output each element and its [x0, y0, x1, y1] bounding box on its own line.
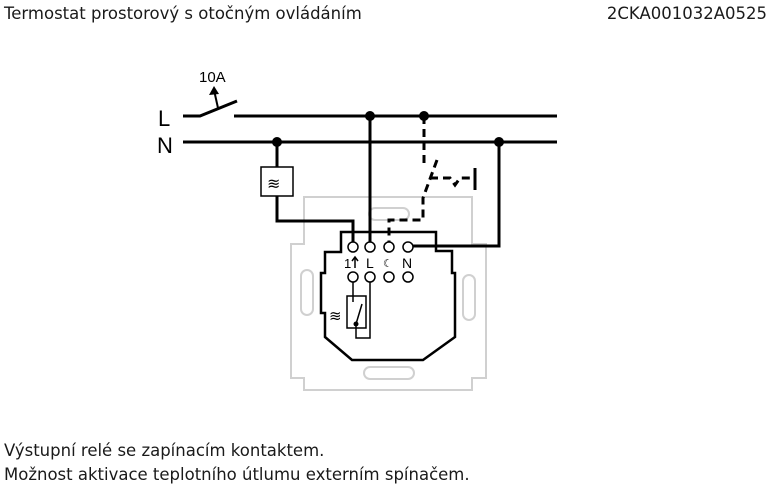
product-code: 2CKA001032A0525: [606, 4, 767, 23]
neutral-label: N: [157, 133, 173, 158]
phase-label: L: [158, 106, 170, 131]
relay-contact: [346, 282, 371, 339]
heating-icon: ≋: [267, 176, 280, 193]
terminal-1-label: 1: [344, 256, 351, 271]
terminals: [347, 241, 414, 283]
breaker-rating: 10A: [199, 69, 226, 86]
junction-dots: [272, 111, 504, 147]
description-line: Možnost aktivace teplotního útlumu exter…: [4, 465, 470, 484]
terminal-L-label: L: [366, 255, 374, 271]
terminal-N-label: N: [402, 255, 412, 271]
device-outline: [319, 230, 457, 362]
phase-line: [183, 99, 557, 118]
output-arrow-icon: [351, 255, 359, 268]
heater-load: [260, 166, 294, 197]
relay-heating-icon: ≋: [329, 308, 342, 325]
setback-icon: ☾: [383, 258, 393, 270]
description-line: Výstupní relé se zapínacím kontaktem.: [4, 441, 325, 460]
page-title: Termostat prostorový s otočným ovládáním: [4, 4, 362, 23]
